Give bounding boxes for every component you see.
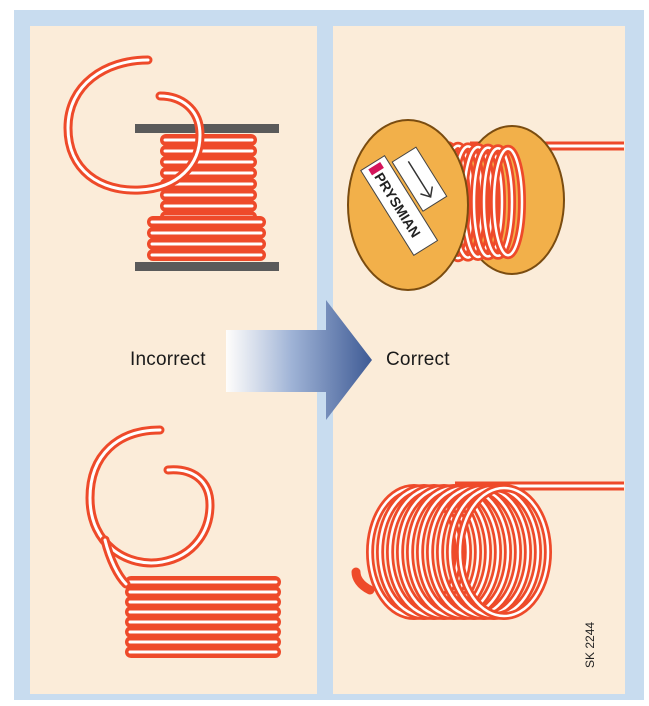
reel-coil-stack bbox=[147, 134, 266, 261]
correct-label: Correct bbox=[386, 349, 450, 370]
helix-coil-stack bbox=[366, 484, 552, 620]
drum-coil-inner bbox=[492, 147, 524, 257]
drum-brand-plate bbox=[360, 155, 439, 257]
reel-top-flange bbox=[135, 124, 279, 133]
incorrect-to-correct-arrow bbox=[226, 300, 372, 420]
reel-bottom-flange bbox=[135, 262, 279, 271]
drum-coil-inner bbox=[472, 146, 504, 258]
correct-helical-coil bbox=[351, 481, 624, 620]
direction-arrow-icon bbox=[407, 160, 434, 198]
incorrect-flat-coil bbox=[85, 425, 281, 658]
correct-drum: PRYSMIAN bbox=[347, 119, 624, 291]
figure-code-label: SK 2244 bbox=[583, 621, 597, 668]
flat-coil-stack bbox=[125, 576, 281, 658]
incorrect-label: Incorrect bbox=[130, 349, 206, 370]
incorrect-reel bbox=[63, 55, 279, 271]
helix-coil-inner bbox=[458, 486, 550, 618]
prysmian-logo-icon bbox=[368, 161, 384, 176]
drum-coil-inner bbox=[482, 146, 514, 258]
